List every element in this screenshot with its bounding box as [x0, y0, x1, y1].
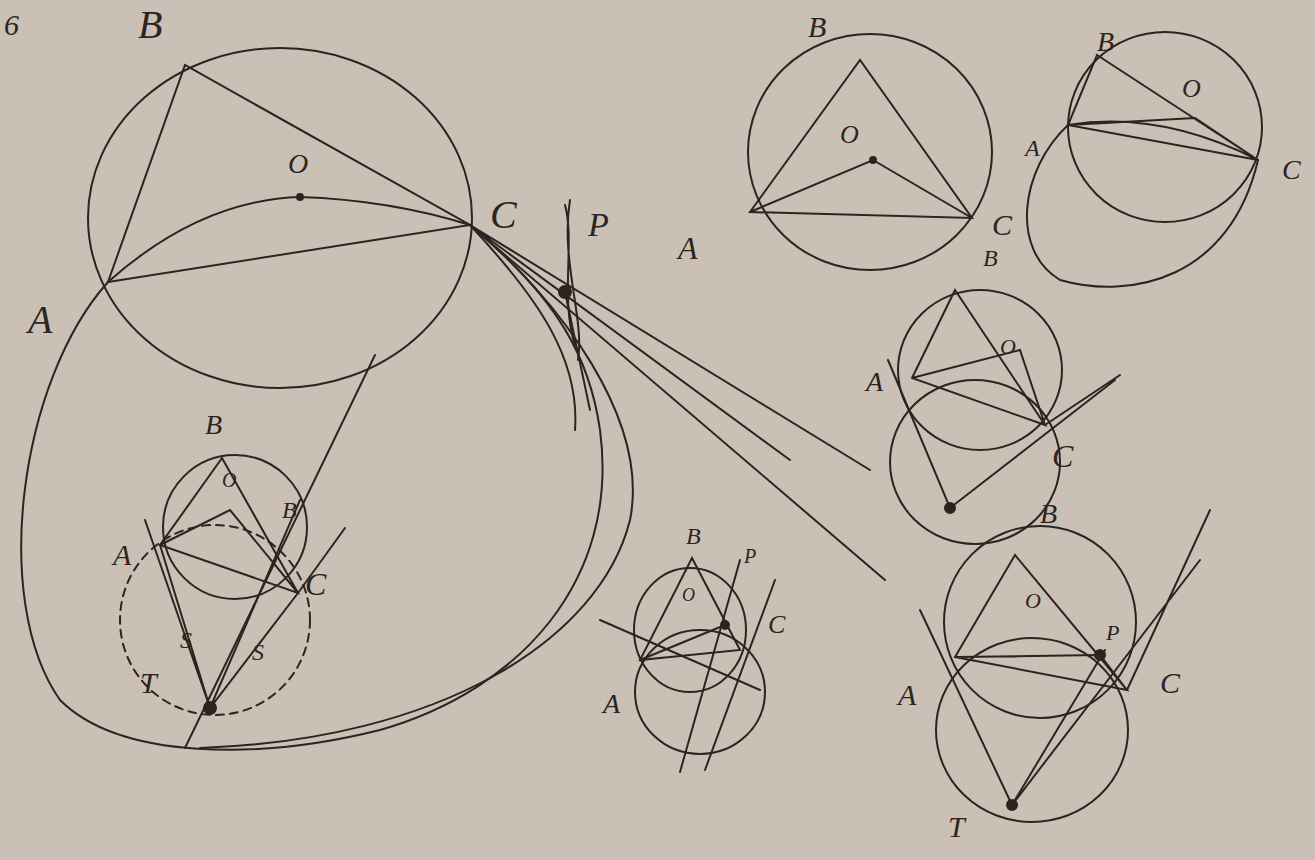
point-label: 6: [4, 10, 19, 40]
point-label: O: [1025, 590, 1041, 612]
point-label: C: [992, 210, 1012, 240]
point-label: C: [768, 612, 785, 638]
point-label: B: [1040, 500, 1057, 528]
point-label: S: [180, 628, 192, 652]
point-label: O: [682, 586, 695, 604]
point-label: O: [1000, 336, 1016, 358]
point-label: O: [288, 150, 308, 178]
point-label: C: [490, 195, 517, 235]
point-label: A: [603, 690, 620, 718]
point-label: B: [1097, 28, 1114, 56]
point-label: A: [1025, 136, 1040, 160]
point-label: A: [113, 540, 131, 570]
point-label: S: [252, 640, 264, 664]
point-label: P: [588, 208, 609, 242]
point-label: A: [678, 232, 698, 264]
point-label: C: [305, 568, 326, 600]
point-label: C: [1052, 440, 1073, 472]
point-label: A: [866, 368, 883, 396]
point-label: B: [282, 498, 297, 522]
point-label: P: [1106, 622, 1119, 644]
point-label: B: [808, 12, 826, 42]
point-label: T: [140, 668, 157, 698]
point-label: O: [840, 122, 859, 148]
point-label: O: [222, 470, 236, 490]
point-label: C: [1160, 668, 1180, 698]
point-label: B: [205, 411, 222, 439]
point-label: O: [1182, 76, 1201, 102]
point-label: C: [1282, 156, 1301, 184]
point-label: A: [898, 680, 916, 710]
point-label: A: [28, 300, 52, 340]
point-label: B: [686, 524, 701, 548]
point-label: B: [138, 5, 162, 45]
point-label: B: [983, 246, 998, 270]
point-label: P: [744, 546, 756, 566]
point-label: T: [948, 812, 965, 842]
